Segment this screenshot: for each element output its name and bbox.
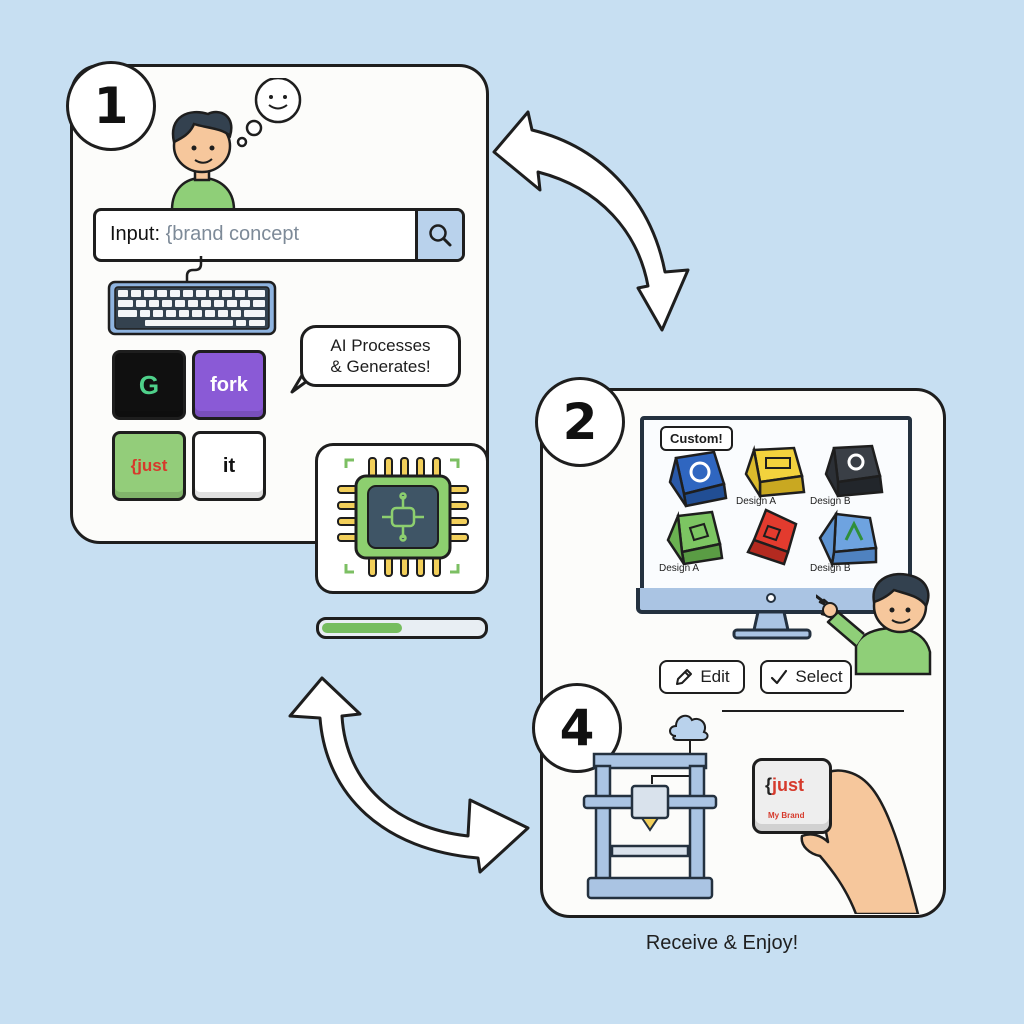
step-1-badge: 1 [66, 61, 156, 151]
step-1-number: 1 [93, 77, 129, 135]
step-2-badge: 2 [535, 377, 625, 467]
arrow-step1-to-step2 [492, 110, 690, 332]
receive-enjoy-caption: Receive & Enjoy! [645, 932, 799, 954]
design-label-2: Design B [810, 496, 851, 507]
design-label-3: Design A [659, 563, 700, 574]
search-icon [429, 224, 452, 247]
ai-bubble-line-1: AI Processes [330, 336, 431, 355]
input-label: Input: [110, 223, 166, 245]
held-key-word: just [772, 775, 805, 795]
custom-keycap-held: {just My Brand [752, 758, 832, 834]
keycap-just-text: {just [130, 456, 168, 475]
pencil-icon [676, 669, 693, 685]
design-keycaps-grid [666, 444, 884, 569]
input-placeholder: {brand concept [165, 223, 300, 245]
step-4-number: 4 [559, 699, 595, 757]
keycap-just: {just [112, 431, 186, 501]
design-keycap-yellow [744, 445, 806, 501]
checkmark-icon [771, 669, 788, 685]
design-keycap-black [824, 444, 884, 498]
progress-fill [322, 623, 402, 633]
keycap-g-text: G [138, 369, 160, 400]
step-4-badge: 4 [532, 683, 622, 773]
generation-progress-bar [316, 617, 488, 639]
keycap-it: it [192, 431, 266, 501]
design-keycap-red [746, 508, 798, 566]
section-divider [722, 710, 904, 712]
select-button[interactable]: Select [760, 660, 852, 694]
ai-chip-icon [337, 457, 469, 577]
ai-bubble-line-2: & Generates! [330, 357, 431, 376]
person-pointing-illustration [816, 572, 932, 676]
edit-button[interactable]: Edit [659, 660, 745, 694]
edit-button-label: Edit [700, 667, 730, 686]
design-keycap-blue [668, 450, 728, 508]
design-label-1: Design A [736, 496, 777, 507]
design-label-4: Design B [810, 563, 851, 574]
ai-chip-card [315, 443, 489, 594]
brand-concept-input[interactable]: Input: {brand concept [93, 208, 465, 262]
keycap-fork-text: fork [210, 373, 248, 396]
person-thinking-illustration [170, 78, 302, 210]
keycap-it-text: it [222, 454, 236, 477]
cloud-icon [669, 714, 709, 741]
keyboard-icon [107, 256, 277, 336]
search-button[interactable] [415, 211, 462, 259]
keycap-fork: fork [192, 350, 266, 420]
design-keycap-lightblue [818, 509, 878, 569]
step-2-number: 2 [562, 393, 598, 451]
held-key-brace: { [765, 775, 773, 795]
monitor-stand [732, 593, 812, 640]
custom-tag: Custom! [660, 426, 733, 451]
held-key-subtitle: My Brand [768, 811, 805, 820]
3d-printer-illustration [582, 714, 718, 900]
ai-processes-bubble: AI Processes & Generates! [300, 325, 461, 387]
select-button-label: Select [795, 667, 843, 686]
design-keycap-green [666, 510, 724, 566]
thought-bubble-icon [236, 78, 302, 148]
keycap-g: G [112, 350, 186, 420]
arrow-step4-to-step1 [288, 676, 530, 874]
